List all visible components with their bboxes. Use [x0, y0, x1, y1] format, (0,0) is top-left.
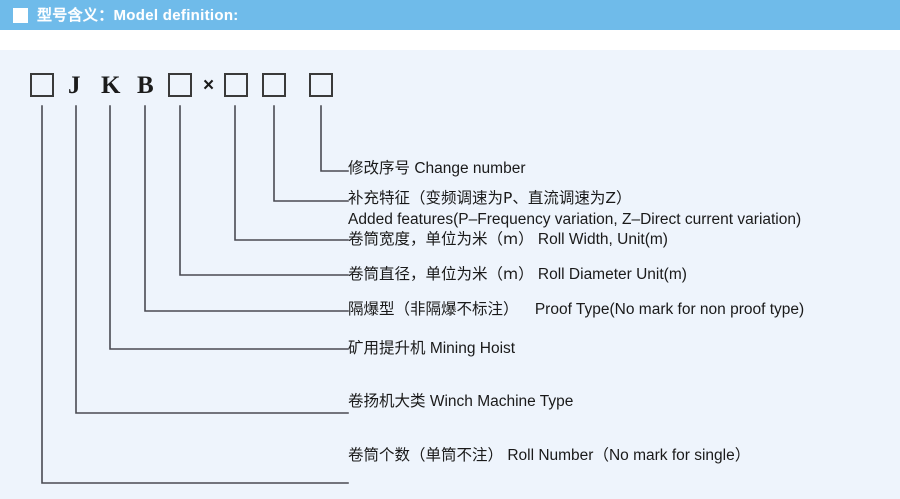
model-definition-panel: J K B × 修改序号 Chang — [0, 50, 900, 499]
callout-winch-machine-type-en: Winch Machine Type — [429, 393, 574, 410]
callout-change-number-en: Change number — [414, 160, 526, 177]
leader-change-number — [320, 105, 349, 172]
callout-roll-diameter-en: Roll Diameter Unit(m) — [537, 266, 687, 283]
model-code-row: J K B × — [0, 70, 900, 106]
letter-k: K — [101, 71, 121, 99]
callout-winch-machine-type-zh: 卷扬机大类 — [348, 392, 426, 410]
callout-mining-hoist: 矿用提升机 Mining Hoist — [348, 339, 515, 359]
section-header-bar: 型号含义：Model definition: — [0, 0, 900, 30]
callout-change-number-zh: 修改序号 — [348, 159, 411, 177]
model-symbol-box-5 — [309, 70, 333, 100]
multiply-icon: × — [203, 74, 215, 96]
callout-added-features-zh: 补充特征（变频调速为P、直流调速为Z） — [348, 189, 632, 207]
leader-added-features — [273, 105, 349, 202]
leader-roll-number — [41, 105, 349, 484]
filled-square-icon — [13, 7, 28, 23]
model-symbol-multiply: × — [203, 70, 214, 100]
callout-roll-number-zh: 卷筒个数（单筒不注） — [348, 446, 504, 464]
callout-proof-type-en: Proof Type(No mark for non proof type) — [534, 301, 805, 318]
model-symbol-letter-k: K — [101, 70, 120, 100]
model-symbol-box-1 — [30, 70, 54, 100]
leader-roll-diameter — [179, 105, 349, 276]
callout-roll-width-en: Roll Width, Unit(m) — [537, 231, 668, 248]
letter-b: B — [137, 71, 154, 99]
leader-roll-width — [234, 105, 349, 241]
callout-winch-machine-type: 卷扬机大类 Winch Machine Type — [348, 392, 573, 412]
leader-lines — [41, 105, 349, 484]
callout-roll-width-zh: 卷筒宽度，单位为米（m） — [348, 230, 534, 248]
leader-mining-hoist — [109, 105, 349, 350]
model-symbol-box-3 — [224, 70, 248, 100]
callout-mining-hoist-en: Mining Hoist — [429, 340, 516, 357]
leader-proof-type — [144, 105, 349, 312]
callout-roll-number: 卷筒个数（单筒不注） Roll Number（No mark for singl… — [348, 446, 750, 466]
callout-roll-diameter-zh: 卷筒直径，单位为米（m） — [348, 265, 534, 283]
model-symbol-box-4 — [262, 70, 286, 100]
leader-winch-machine-type — [75, 105, 349, 414]
callout-proof-type: 隔爆型（非隔爆不标注） Proof Type(No mark for non p… — [348, 300, 804, 320]
callout-roll-diameter: 卷筒直径，单位为米（m） Roll Diameter Unit(m) — [348, 265, 687, 285]
callout-proof-type-zh: 隔爆型（非隔爆不标注） — [348, 300, 519, 318]
letter-j: J — [68, 71, 81, 99]
callout-added-features: 补充特征（变频调速为P、直流调速为Z） Added features(P–Fre… — [348, 189, 801, 230]
callout-roll-number-en: Roll Number（No mark for single） — [507, 447, 751, 464]
page-title: 型号含义：Model definition: — [37, 6, 239, 24]
callout-added-features-en: Added features(P–Frequency variation, Z–… — [348, 210, 802, 228]
callout-change-number: 修改序号 Change number — [348, 159, 526, 179]
model-symbol-letter-b: B — [137, 70, 154, 100]
model-symbol-box-2 — [168, 70, 192, 100]
callout-roll-width: 卷筒宽度，单位为米（m） Roll Width, Unit(m) — [348, 230, 668, 250]
model-symbol-letter-j: J — [68, 70, 81, 100]
callout-mining-hoist-zh: 矿用提升机 — [348, 339, 426, 357]
